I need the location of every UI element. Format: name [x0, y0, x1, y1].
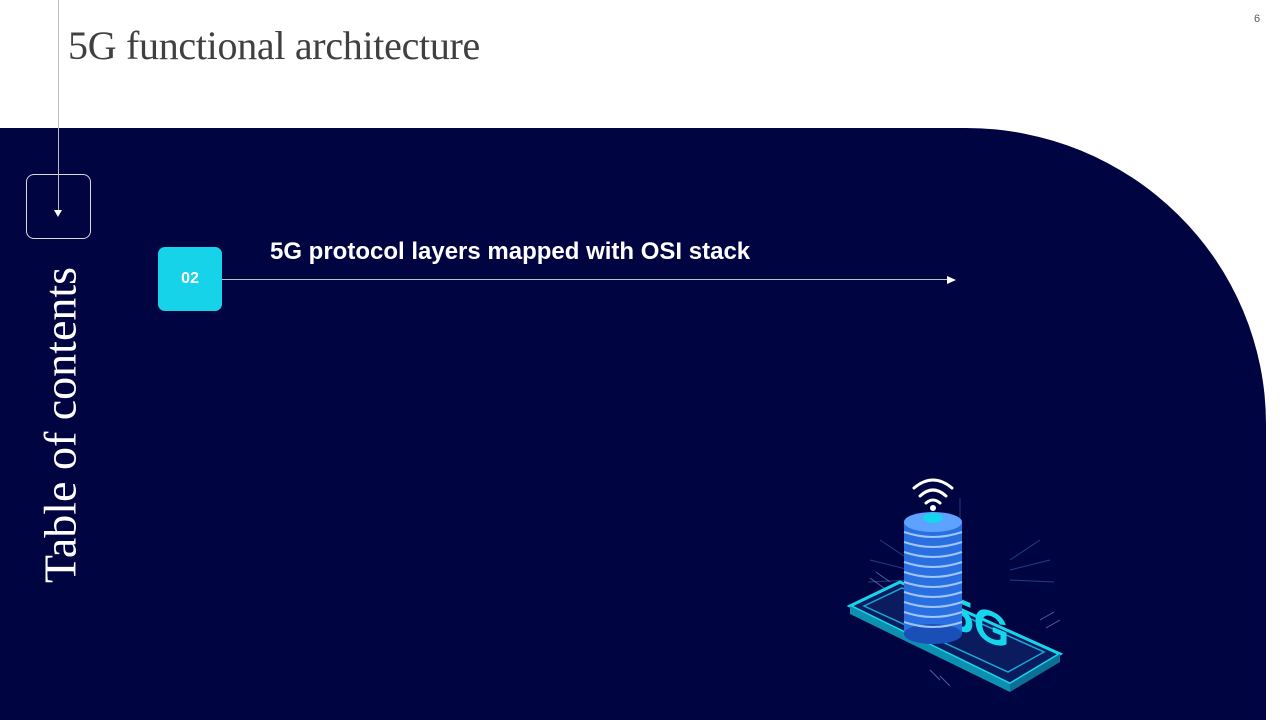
5g-tower-icon: 5G — [846, 478, 1064, 692]
page-number: 6 — [1254, 13, 1261, 25]
toc-item-number-badge[interactable]: 02 — [158, 247, 222, 311]
toc-heading: Table of contents — [34, 266, 86, 584]
dark-background-panel — [0, 128, 1266, 720]
toc-item-connector-line — [222, 279, 950, 280]
toc-frame — [26, 174, 91, 239]
right-arrow-icon — [947, 276, 956, 284]
vertical-divider-line — [58, 0, 59, 212]
slide-title: 5G functional architecture — [68, 23, 481, 68]
toc-item-title[interactable]: 5G protocol layers mapped with OSI stack — [270, 238, 751, 265]
down-arrow-icon — [54, 210, 62, 217]
